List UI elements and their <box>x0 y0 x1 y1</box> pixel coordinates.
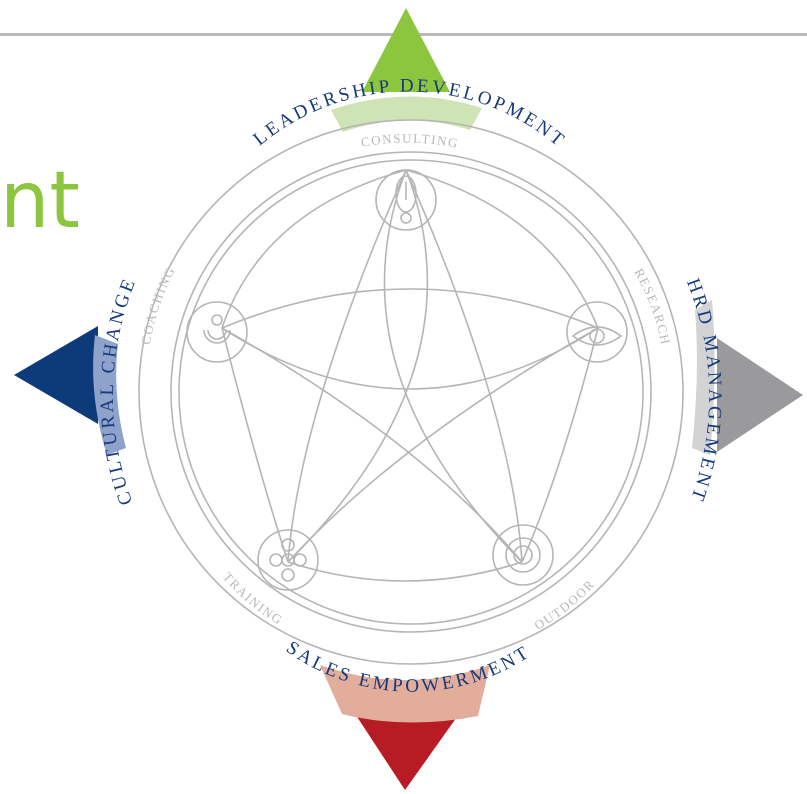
target-icon <box>506 538 540 572</box>
label-sales-empowerment: SALES EMPOWERMENT <box>282 637 534 697</box>
node-bottom-right <box>493 525 553 585</box>
exclamation-icon <box>396 176 416 223</box>
label-consulting: CONSULTING <box>360 131 461 151</box>
eye-icon <box>573 327 621 345</box>
label-highlight-bands <box>93 96 714 722</box>
label-training: TRAINING <box>220 569 286 628</box>
triangle-right-gray <box>717 338 803 452</box>
smile-icon <box>204 315 230 343</box>
node-left <box>187 302 247 362</box>
wheel-rings <box>139 120 683 664</box>
label-research: RESEARCH <box>631 266 673 347</box>
label-cultural-change: CULTURAL CHANGE <box>97 274 141 508</box>
label-coaching: COACHING <box>138 264 178 346</box>
triangle-left-navy <box>14 326 98 424</box>
node-circles <box>187 170 627 590</box>
pentagram-lens-lines <box>222 170 598 581</box>
